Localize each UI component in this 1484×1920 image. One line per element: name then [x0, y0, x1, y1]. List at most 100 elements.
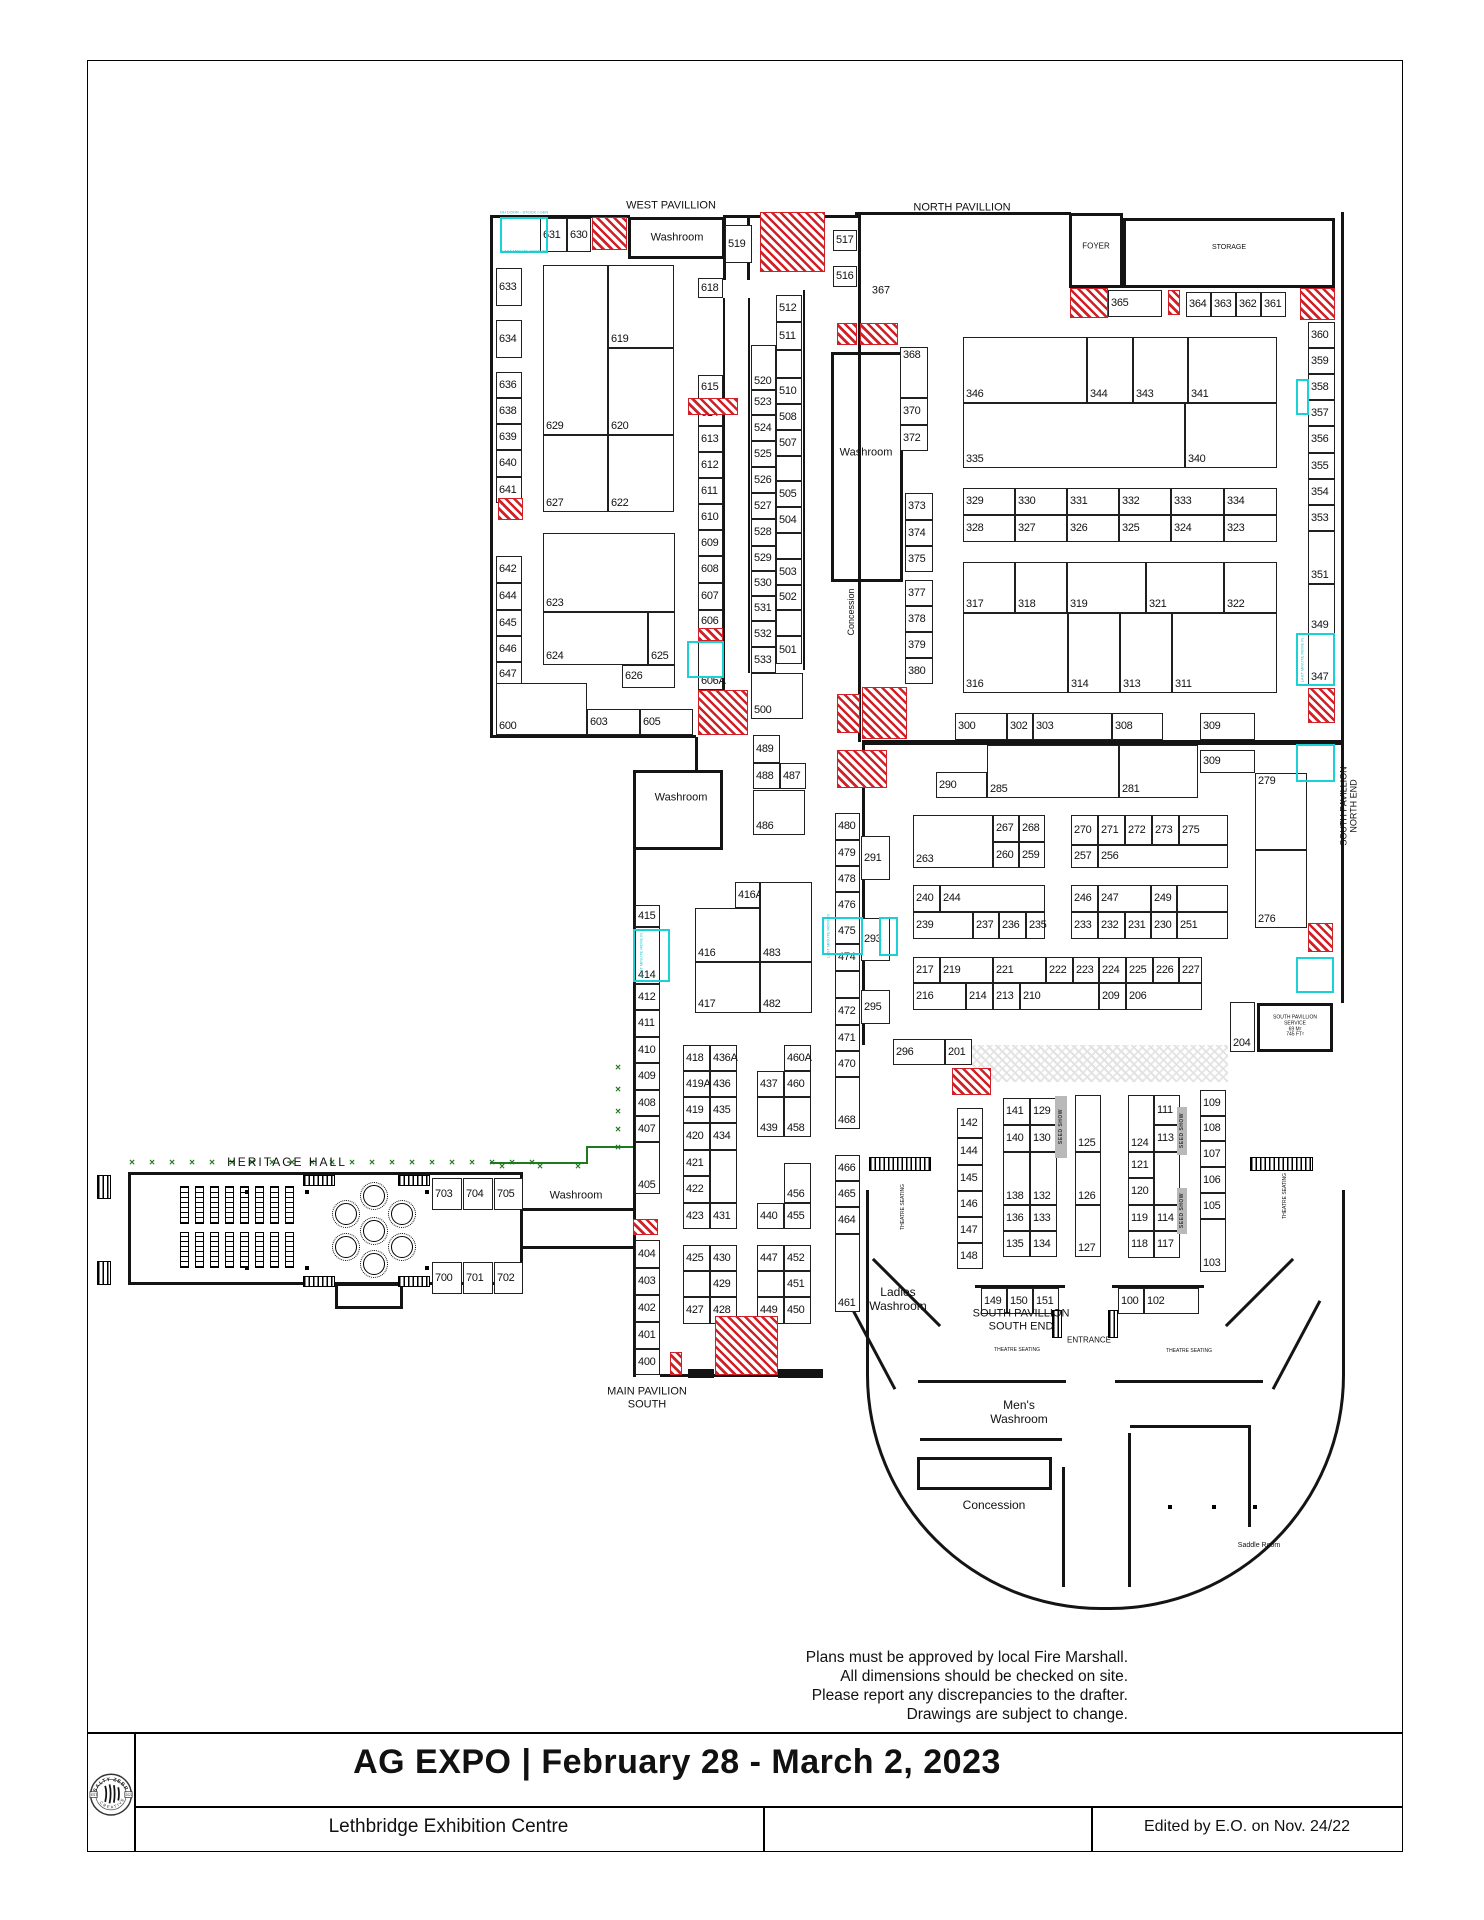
booth-608: 608 — [698, 556, 723, 583]
highlight-note: OH DOOR - STOCK / GEN — [499, 209, 549, 215]
booth-316: 316 — [963, 613, 1068, 693]
booth-323: 323 — [1224, 515, 1277, 542]
booth-416: 416 — [695, 908, 760, 962]
booth-236: 236 — [999, 912, 1026, 939]
booth-331: 331 — [1067, 488, 1119, 515]
green-x-mark: × — [209, 1157, 215, 1169]
booth-293: 293 — [861, 918, 890, 961]
booth-400: 400 — [635, 1349, 660, 1375]
booth-401: 401 — [635, 1322, 660, 1349]
booth-209: 209 — [1099, 983, 1126, 1010]
booth-unlabeled — [776, 610, 802, 636]
wall-segment — [490, 735, 696, 738]
venue-name: Lethbridge Exhibition Centre — [328, 1816, 569, 1837]
booth-267: 267 — [993, 815, 1019, 842]
booth-unlabeled — [1177, 885, 1228, 912]
column-post — [305, 1266, 309, 1270]
reserved-hatch — [498, 498, 523, 520]
booth-412: 412 — [635, 984, 660, 1010]
reserved-hatch — [1168, 290, 1180, 315]
label-south-pavillion-north-en: SOUTH PAVILLION NORTH END — [1338, 766, 1359, 846]
booth-273: 273 — [1152, 815, 1179, 845]
booth-363: 363 — [1211, 292, 1236, 317]
booth-379: 379 — [905, 632, 933, 658]
titleblock-mid-rule — [134, 1806, 1403, 1808]
booth-488: 488 — [753, 763, 780, 789]
booth-619: 619 — [608, 265, 674, 348]
column-post — [1253, 1505, 1257, 1509]
reserved-hatch — [592, 217, 627, 250]
booth-216: 216 — [913, 983, 966, 1010]
booth-420: 420 — [683, 1123, 710, 1150]
highlight-note: LAST MINUTE MOVE IN — [638, 932, 644, 978]
booth-377: 377 — [905, 580, 933, 606]
note-line-2: All dimensions should be checked on site… — [840, 1668, 1128, 1685]
seed-show-band: SEED SHOW — [1055, 1096, 1067, 1158]
booth-219: 219 — [940, 957, 993, 983]
booth-227: 227 — [1179, 957, 1202, 983]
booth-343: 343 — [1133, 337, 1188, 403]
booth-431: 431 — [710, 1203, 737, 1229]
banquet-table-row — [240, 1232, 249, 1268]
booth-626: 626 — [622, 665, 675, 688]
highlight-box — [500, 217, 548, 253]
reserved-hatch — [837, 323, 857, 345]
booth-239: 239 — [913, 912, 973, 939]
booth-119: 119 — [1128, 1205, 1154, 1231]
booth-403: 403 — [635, 1268, 660, 1295]
booth-501: 501 — [776, 636, 802, 664]
booth-644: 644 — [496, 583, 522, 610]
wall-segment — [688, 1369, 714, 1378]
booth-631: 631 — [540, 218, 567, 252]
reserved-hatch — [1070, 288, 1108, 318]
booth-237: 237 — [973, 912, 999, 939]
label-theatre-seating: THEATRE SEATING — [1282, 1173, 1289, 1219]
booth-526: 526 — [751, 467, 776, 493]
green-x-mark: × — [499, 1161, 505, 1173]
banquet-table-row — [285, 1186, 294, 1224]
wall-segment — [660, 1374, 792, 1377]
booth-532: 532 — [751, 621, 776, 647]
booth-217: 217 — [913, 957, 940, 983]
column-post — [305, 1190, 309, 1194]
booth-135: 135 — [1003, 1231, 1030, 1257]
booth-639: 639 — [496, 424, 522, 450]
booth-613: 613 — [698, 426, 723, 452]
booth-unlabeled — [1154, 1152, 1180, 1205]
booth-525: 525 — [751, 441, 776, 467]
seed-show-band: SEED SHOW — [1177, 1188, 1187, 1234]
green-x-mark: × — [369, 1157, 375, 1169]
green-x-mark: × — [615, 1062, 621, 1074]
banquet-table-row — [255, 1232, 264, 1268]
booth-465: 465 — [835, 1181, 860, 1207]
booth-249: 249 — [1151, 885, 1177, 912]
booth-647: 647 — [496, 662, 522, 687]
dotted-band — [972, 1045, 1228, 1082]
booth-528: 528 — [751, 519, 776, 546]
stairs-icon — [398, 1276, 430, 1287]
green-x-mark: × — [289, 1157, 295, 1169]
wall-segment — [523, 1208, 635, 1211]
booth-224: 224 — [1099, 957, 1126, 983]
booth-460A: 460A — [784, 1045, 812, 1071]
round-table — [388, 1200, 416, 1228]
label-foyer: FOYER — [1082, 241, 1110, 251]
booth-502: 502 — [776, 585, 802, 610]
booth-636: 636 — [496, 372, 522, 398]
column-post — [1212, 1505, 1216, 1509]
booth-422: 422 — [683, 1176, 710, 1203]
booth-375: 375 — [905, 546, 933, 572]
booth-106: 106 — [1200, 1167, 1226, 1193]
room-outline — [866, 1190, 1345, 1610]
booth-360: 360 — [1308, 322, 1335, 348]
room-outline — [335, 1283, 403, 1309]
wall-segment — [523, 1246, 635, 1249]
label-south-pavillion-south-en: SOUTH PAVILLION SOUTH END — [972, 1307, 1070, 1332]
booth-317: 317 — [963, 562, 1015, 613]
green-x-mark: × — [329, 1157, 335, 1169]
reserved-hatch — [860, 323, 898, 345]
logo-est: EST. — [91, 1793, 98, 1797]
label-washroom: Washroom — [549, 1189, 603, 1202]
booth-472: 472 — [835, 998, 860, 1025]
booth-235: 235 — [1026, 912, 1047, 939]
